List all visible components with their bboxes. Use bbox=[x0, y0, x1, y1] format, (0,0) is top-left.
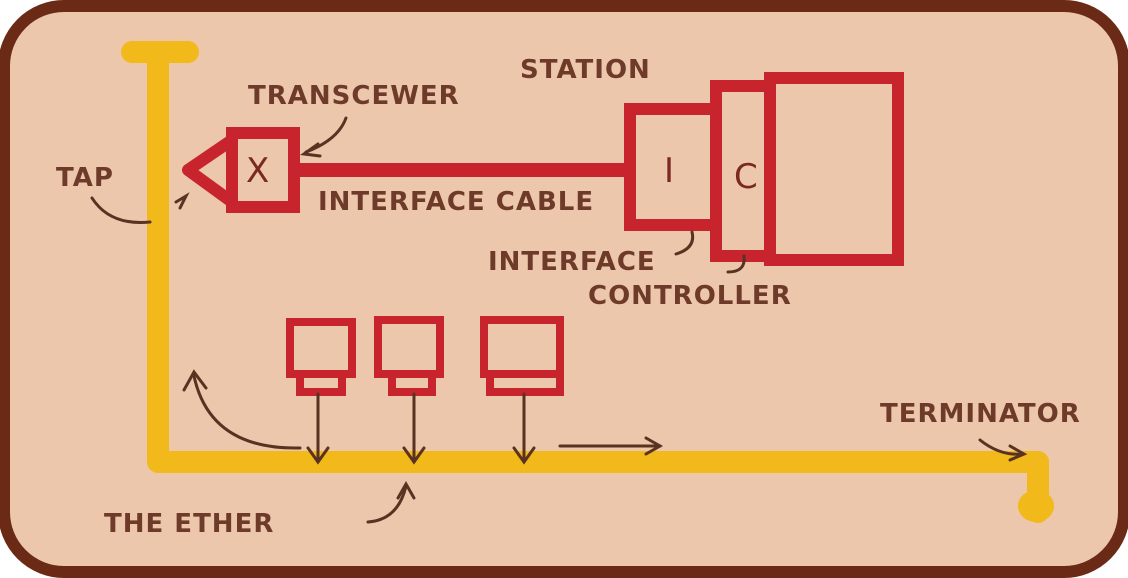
transceiver-label: TRANSCEWER bbox=[248, 81, 460, 111]
interface-letter: I bbox=[664, 151, 675, 191]
tap-label: TAP bbox=[56, 163, 114, 193]
transceiver-letter: X bbox=[246, 151, 270, 191]
interface-pointer bbox=[674, 230, 695, 256]
small-station-2 bbox=[374, 316, 444, 396]
propagation-arrows bbox=[182, 369, 664, 456]
controller-label: CONTROLLER bbox=[588, 281, 792, 311]
pointer-lines bbox=[90, 116, 1028, 524]
ether-pointer bbox=[366, 484, 408, 524]
terminator-pointer bbox=[978, 438, 1024, 456]
terminator-label: TERMINATOR bbox=[880, 399, 1081, 429]
ether-label: THE ETHER bbox=[104, 509, 274, 539]
controller-pointer bbox=[726, 254, 746, 274]
controller-letter: C bbox=[734, 157, 759, 197]
drop-arrows bbox=[306, 392, 536, 465]
tap-pointer bbox=[90, 196, 152, 224]
small-station-1 bbox=[286, 318, 356, 396]
interface-cable-label: INTERFACE CABLE bbox=[318, 187, 594, 217]
terminator-end bbox=[1018, 490, 1054, 522]
left-propagation-arrow bbox=[192, 374, 302, 450]
small-station-3 bbox=[480, 316, 564, 396]
computer-box bbox=[764, 72, 904, 266]
station-label: STATION bbox=[520, 55, 651, 85]
interface-label: INTERFACE bbox=[488, 247, 656, 277]
ether-cable bbox=[121, 41, 1049, 523]
